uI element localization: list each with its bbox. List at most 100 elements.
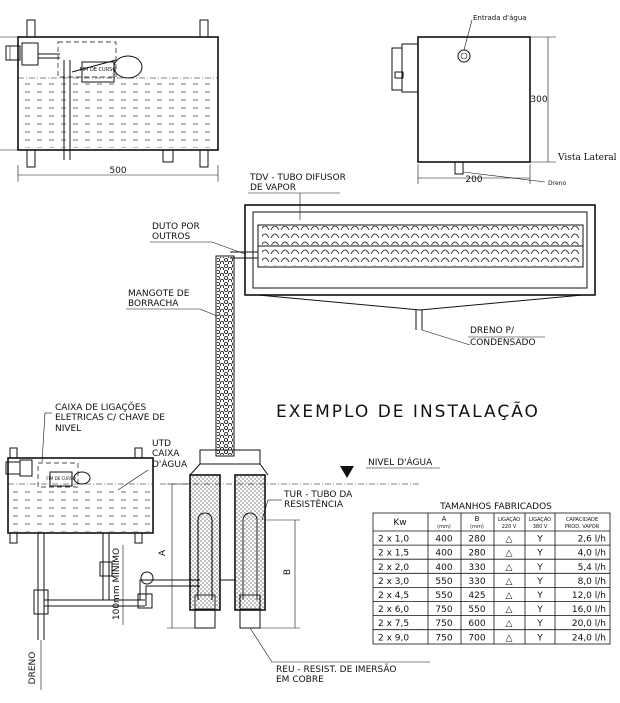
cell-kw: 2 x 3,0: [378, 577, 409, 587]
utd-label-1: UTD: [152, 439, 171, 449]
cell-cap: 12,0 l/h: [572, 591, 606, 601]
float-label-small: FIM DE CURSO: [46, 476, 75, 481]
water-inlet-label: Entrada d'água: [473, 14, 527, 22]
cell-a: 750: [435, 605, 452, 615]
width-200-label: 200: [465, 175, 482, 185]
duct-label-2: OUTROS: [152, 232, 191, 242]
table-row: 2 x 7,5 750 600 △ Y 20,0 l/h: [378, 619, 606, 629]
cell-l220: △: [506, 535, 513, 545]
cell-l220: △: [506, 633, 513, 643]
installation-title: EXEMPLO DE INSTALAÇÃO: [276, 400, 540, 422]
th-lig220-2: 220 V: [502, 524, 517, 530]
cell-l380: Y: [536, 591, 543, 601]
th-kw: Kw: [393, 518, 406, 528]
tdv-label-1: TDV - TUBO DIFUSOR: [249, 173, 346, 183]
cell-kw: 2 x 1,5: [378, 549, 409, 559]
cell-a: 400: [435, 535, 452, 545]
cell-l220: △: [506, 549, 513, 559]
cell-cap: 20,0 l/h: [572, 619, 606, 629]
cell-kw: 2 x 7,5: [378, 619, 409, 629]
drain-vertical-label: DRENO: [28, 652, 38, 685]
cell-l220: △: [506, 563, 513, 573]
cell-a: 400: [435, 563, 452, 573]
side-drain-label: Dreno: [548, 180, 566, 187]
reu-label-2: EM COBRE: [276, 675, 324, 685]
width-500-label: 500: [109, 166, 126, 176]
junction-box-label-3: NIVEL: [55, 424, 81, 434]
dim-a-label: A: [158, 549, 168, 556]
cell-l380: Y: [536, 605, 543, 615]
table-row: 2 x 3,0 550 330 △ Y 8,0 l/h: [378, 577, 606, 587]
tur-label-1: TUR - TUBO DA: [283, 490, 353, 500]
cell-b: 280: [468, 535, 485, 545]
hose-label-2: BORRACHA: [128, 299, 179, 309]
water-level-label: NIVEL D'ÁGUA: [368, 456, 433, 468]
th-lig380-2: 380 V: [533, 524, 548, 530]
cell-cap: 5,4 l/h: [578, 563, 606, 573]
height-300-label: 300: [530, 95, 547, 105]
condensate-drain-label-2: CONDENSADO: [470, 338, 536, 348]
cell-l220: △: [506, 577, 513, 587]
table-row: 2 x 6,0 750 550 △ Y 16,0 l/h: [378, 605, 606, 615]
side-view: Entrada d'água 300 200 Vista Lateral Dre…: [391, 14, 617, 187]
cell-a: 550: [435, 591, 452, 601]
junction-box-label-1: CAIXA DE LIGAÇÕES: [55, 401, 146, 413]
th-a: A: [442, 515, 447, 523]
th-b-unit: (mm): [470, 524, 484, 530]
dim-b-label: B: [283, 569, 293, 575]
cell-cap: 2,6 l/h: [578, 535, 606, 545]
th-lig380-1: LIGAÇÃO: [529, 516, 551, 523]
th-lig220-1: LIGAÇÃO: [498, 516, 520, 523]
th-a-unit: (mm): [437, 524, 451, 530]
th-cap-2: PROD. VAPOR: [565, 524, 600, 530]
cell-l380: Y: [536, 563, 543, 573]
cell-l380: Y: [536, 633, 543, 643]
cell-kw: 2 x 1,0: [378, 535, 409, 545]
cell-kw: 2 x 4,5: [378, 591, 409, 601]
cell-l220: △: [506, 591, 513, 601]
steam-diffuser: [230, 204, 596, 330]
cell-b: 330: [468, 577, 485, 587]
th-b: B: [475, 515, 480, 523]
table-row: 2 x 1,0 400 280 △ Y 2,6 l/h: [378, 535, 606, 545]
cell-l380: Y: [536, 577, 543, 587]
cell-b: 550: [468, 605, 485, 615]
cell-b: 330: [468, 563, 485, 573]
cell-a: 550: [435, 577, 452, 587]
top-tank-view: FIM DE CURSO 500: [0, 19, 219, 182]
cell-cap: 16,0 l/h: [572, 605, 606, 615]
cell-a: 750: [435, 619, 452, 629]
cell-l380: Y: [536, 619, 543, 629]
water-tank: FIM DE CURSO: [5, 447, 200, 640]
sizes-table: TAMANHOS FABRICADOS Kw A (mm) B (mm) LIG…: [372, 502, 611, 645]
cell-a: 400: [435, 549, 452, 559]
float-label-top: FIM DE CURSO: [80, 67, 117, 73]
cell-l220: △: [506, 605, 513, 615]
reu-label-1: REU - RESIST. DE IMERSÃO: [276, 664, 396, 675]
cell-l380: Y: [536, 549, 543, 559]
evaporator-unit: [189, 449, 269, 629]
cell-kw: 2 x 9,0: [378, 633, 409, 643]
tur-label-2: RESISTÊNCIA: [284, 498, 344, 510]
side-view-title: Vista Lateral: [557, 153, 617, 163]
cell-b: 700: [468, 633, 485, 643]
rubber-hose: [215, 255, 235, 457]
cell-cap: 24,0 l/h: [572, 633, 606, 643]
tdv-label-2: DE VAPOR: [250, 183, 296, 193]
cell-cap: 4,0 l/h: [578, 549, 606, 559]
junction-box-label-2: ELETRICAS C/ CHAVE DE: [55, 413, 165, 423]
condensate-drain-label-1: DRENO P/: [470, 326, 515, 336]
cell-l220: △: [506, 619, 513, 629]
cell-a: 750: [435, 633, 452, 643]
cell-kw: 2 x 6,0: [378, 605, 409, 615]
cell-b: 280: [468, 549, 485, 559]
cell-cap: 8,0 l/h: [578, 577, 606, 587]
duct-label-1: DUTO POR: [152, 222, 200, 232]
cell-b: 600: [468, 619, 485, 629]
utd-label-2: CAIXA: [152, 449, 180, 459]
cell-kw: 2 x 2,0: [378, 563, 409, 573]
th-cap-1: CAPACIDADE: [566, 517, 598, 523]
table-caption: TAMANHOS FABRICADOS: [439, 502, 552, 512]
cell-l380: Y: [536, 535, 543, 545]
